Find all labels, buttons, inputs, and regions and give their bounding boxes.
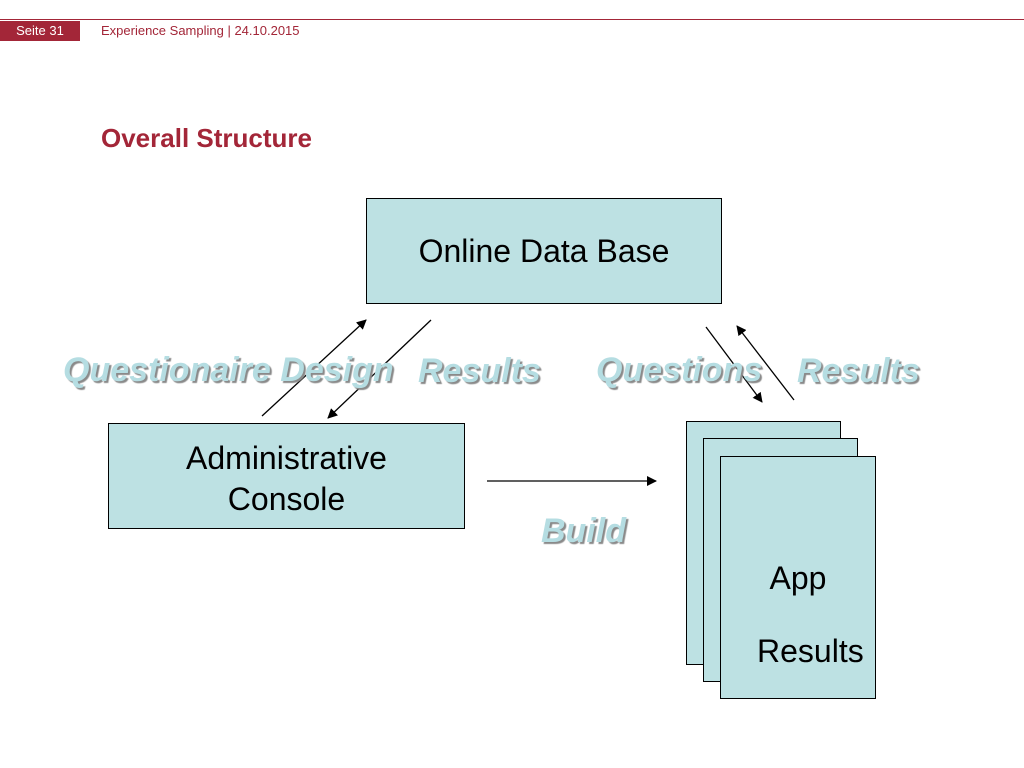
page-number-badge: Seite 31	[0, 21, 80, 41]
online-database-label: Online Data Base	[418, 232, 670, 269]
slide-title: Overall Structure	[101, 123, 312, 153]
app-label: App	[769, 560, 827, 596]
arrow-database-to-app	[705, 326, 763, 403]
label-results-right: Results	[797, 352, 920, 390]
label-build: Build	[541, 512, 626, 550]
header-breadcrumb: Experience Sampling | 24.10.2015	[101, 23, 300, 38]
app-stack-card-front	[720, 456, 876, 699]
label-questionaire-design: Questionaire Design	[63, 351, 394, 389]
arrow-app-to-database	[736, 325, 795, 401]
admin-console-box: Administrative Console	[108, 423, 465, 529]
arrow-database-to-console	[327, 319, 432, 419]
arrow-console-to-database	[261, 319, 367, 417]
label-results-left: Results	[418, 352, 541, 390]
header-rule	[0, 19, 1024, 20]
online-database-box: Online Data Base	[366, 198, 722, 304]
admin-console-label-line2: Console	[227, 481, 346, 517]
admin-console-label-line1: Administrative	[186, 440, 387, 476]
app-results-label: Results	[757, 633, 864, 669]
label-questions: Questions	[596, 351, 763, 389]
